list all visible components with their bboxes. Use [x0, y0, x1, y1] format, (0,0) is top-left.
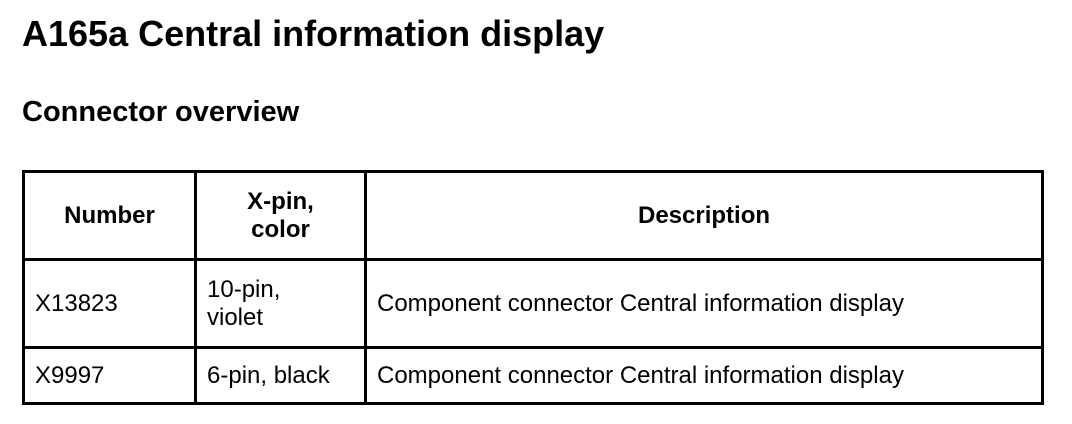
cell-description: Component connector Central information … [364, 346, 1044, 405]
cell-pin-color: 6-pin, black [194, 346, 367, 405]
page-title: A165a Central information display [22, 13, 605, 54]
cell-pin-line1: 6-pin, black [207, 361, 330, 389]
table-header-row: Number X-pin, color Description [22, 170, 1044, 261]
table-row: X13823 10-pin, violet Component connecto… [22, 258, 1044, 349]
cell-description: Component connector Central information … [364, 258, 1044, 349]
cell-pin-line1: 10-pin, [207, 275, 281, 303]
header-pin-color-line2: color [251, 215, 310, 243]
cell-number: X13823 [22, 258, 197, 349]
cell-number: X9997 [22, 346, 197, 405]
cell-pin-color: 10-pin, violet [194, 258, 367, 349]
header-description: Description [364, 170, 1044, 261]
header-number: Number [22, 170, 197, 261]
section-heading: Connector overview [22, 96, 300, 128]
header-pin-color-line1: X-pin, [247, 187, 314, 215]
connector-table: Number X-pin, color Description X13823 1… [22, 170, 1044, 405]
cell-pin-line2: violet [207, 303, 264, 331]
table-row: X9997 6-pin, black Component connector C… [22, 346, 1044, 405]
header-pin-color: X-pin, color [194, 170, 367, 261]
